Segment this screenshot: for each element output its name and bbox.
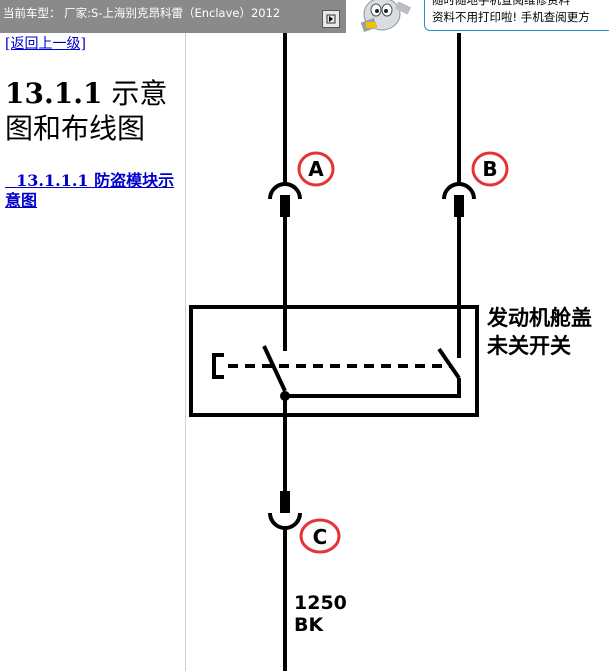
connector-c-symbol: [268, 512, 302, 530]
connector-a-label: A: [308, 157, 324, 181]
connector-a-symbol: [268, 182, 302, 200]
ad-banner[interactable]: 随时随地手机查阅维修资料 资料不用打印啦! 手机查阅更方: [346, 0, 609, 33]
section-title: 示意图和布线图: [5, 77, 168, 145]
switch-actuator-bracket: [212, 353, 224, 379]
connector-b-highlight: [471, 151, 509, 187]
section-number: 13.1.1: [5, 77, 103, 110]
connector-a-pin: [280, 195, 290, 217]
connector-b-symbol: [442, 182, 476, 200]
arrow-right-icon[interactable]: [322, 10, 340, 28]
ad-line-2: 资料不用打印啦! 手机查阅更方: [432, 10, 590, 24]
switch-label-line1: 发动机舱盖: [486, 306, 592, 330]
connector-a-highlight: [297, 151, 335, 187]
switch-housing: [189, 305, 479, 417]
connector-c-highlight: [299, 518, 341, 554]
switch-blade-b: [437, 347, 461, 380]
top-bar: 当前车型： 厂家:S-上海别克昂科雷（Enclave）2012: [0, 0, 346, 33]
arrow-right-icon-glyph: [326, 14, 336, 24]
section-heading: 13.1.1 示意图和布线图: [5, 76, 183, 146]
anti-theft-module-link[interactable]: 13.1.1.1 防盗模块示意图: [5, 171, 183, 211]
diagram-canvas: A B 发动机舱盖 未关开关 C 1250 BK: [189, 33, 592, 671]
connector-c-pin: [280, 491, 290, 513]
sub-link-text: 防盗模块示意图: [5, 171, 175, 210]
wire-color-label: BK: [294, 614, 324, 636]
connector-b-label: B: [482, 157, 497, 181]
back-link[interactable]: [返回上一级]: [5, 36, 86, 52]
mascot-icon: [360, 0, 412, 32]
switch-common-wire: [285, 378, 461, 398]
wiring-diagram: A B 发动机舱盖 未关开关 C 1250 BK: [186, 33, 609, 671]
ad-bubble: 随时随地手机查阅维修资料 资料不用打印啦! 手机查阅更方: [424, 0, 609, 31]
switch-label-line2: 未关开关: [487, 334, 571, 358]
connector-c-label: C: [313, 525, 328, 549]
connector-b-pin: [454, 195, 464, 217]
ad-line-1: 随时随地手机查阅维修资料: [432, 0, 570, 7]
current-car-model: 当前车型： 厂家:S-上海别克昂科雷（Enclave）2012: [3, 6, 281, 20]
wire-gauge-label: 1250: [294, 592, 347, 614]
sub-link-number: 13.1.1.1: [16, 171, 89, 190]
sidebar: [返回上一级] 13.1.1 示意图和布线图 13.1.1.1 防盗模块示意图: [0, 33, 186, 671]
switch-blade-a: [262, 345, 287, 392]
